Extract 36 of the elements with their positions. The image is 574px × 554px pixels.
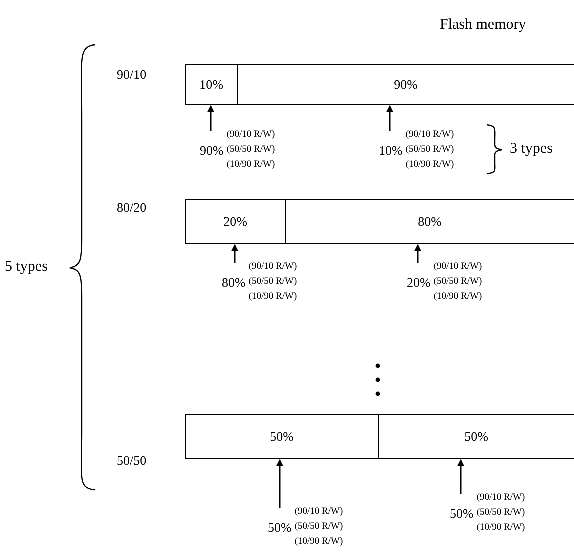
memory-segment (378, 414, 574, 459)
ratio-list: (90/10 R/W) (50/50 R/W) (10/90 R/W) (248, 260, 311, 305)
memory-segment (185, 64, 238, 105)
ratio-list: (90/10 R/W) (50/50 R/W) (10/90 R/W) (406, 128, 468, 173)
arrow (386, 105, 394, 131)
memory-segment (285, 199, 574, 244)
memory-segment (185, 199, 286, 244)
percentage-text: 20% (407, 274, 431, 290)
percentage-text: 50% (268, 520, 292, 536)
arrow (208, 105, 214, 131)
percentage-text: 20% (224, 214, 248, 230)
percentage-text: 80% (222, 274, 246, 290)
percentage-text: 10% (379, 142, 403, 158)
ratio-list: (90/10 R/W) (50/50 R/W) (10/90 R/W) (294, 505, 357, 550)
percentage-text: 80% (418, 214, 442, 230)
label: 5 types (5, 259, 48, 276)
percentage-text: 50% (450, 506, 474, 522)
arrow (232, 244, 238, 263)
arrow (276, 459, 284, 508)
percentage-text: 90% (394, 76, 418, 92)
percentage-text: 10% (200, 76, 224, 92)
label: Flash memory (440, 17, 526, 34)
percentage-text: 50% (464, 428, 488, 444)
ratio-list: (90/10 R/W) (50/50 R/W) (10/90 R/W) (434, 260, 496, 305)
arrow (414, 244, 422, 263)
ratio-list: (90/10 R/W) (50/50 R/W) (10/90 R/W) (476, 491, 539, 536)
percentage-text: 90% (200, 142, 224, 158)
label: 90/10 (117, 67, 147, 83)
arrow (458, 459, 464, 494)
ratio-list: (90/10 R/W) (50/50 R/W) (10/90 R/W) (226, 128, 289, 173)
memory-segment (185, 414, 379, 459)
memory-segment (237, 64, 574, 105)
label: 50/50 (117, 453, 147, 469)
label: 3 types (510, 141, 553, 158)
label: 80/20 (117, 200, 147, 216)
percentage-text: 50% (270, 428, 294, 444)
